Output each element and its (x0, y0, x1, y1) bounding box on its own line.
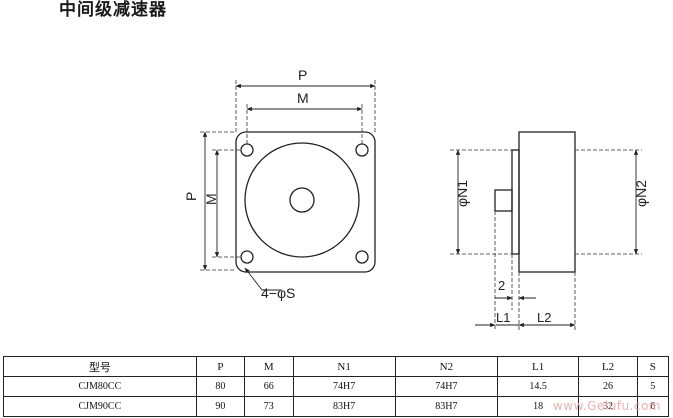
label-P-top: P (298, 67, 307, 83)
label-N1: φN1 (454, 180, 470, 207)
page-title: 中间级减速器 (59, 0, 167, 20)
side-view (494, 131, 576, 273)
shaft-hole (289, 187, 315, 213)
label-N2: φN2 (633, 180, 649, 207)
table-row: CJM80CC 80 66 74H7 74H7 14.5 26 5 (3, 376, 670, 397)
side-body (518, 131, 576, 273)
table-cell: 6 (636, 396, 670, 417)
table-cell: 14.5 (496, 376, 580, 397)
label-dim-2: 2 (498, 278, 505, 293)
header-cell: L2 (578, 356, 638, 377)
table-cell: 83H7 (292, 396, 396, 417)
label-L1: L1 (496, 310, 510, 325)
side-flange-step (511, 149, 520, 255)
table-cell: 90 (195, 396, 246, 417)
table-header-row: 型号 P M N1 N2 L1 L2 S (3, 356, 670, 377)
table-cell: 73 (244, 396, 294, 417)
mounting-hole-bottom-left (240, 250, 254, 264)
header-cell: L1 (496, 356, 580, 377)
header-cell: N2 (394, 356, 498, 377)
side-dimension-arrows (455, 149, 639, 328)
mounting-hole-top-left (240, 143, 254, 157)
technical-drawing: P M P M 4−φS φN1 φN2 2 L1 L2 (183, 67, 649, 330)
table-cell: 32 (578, 396, 638, 417)
table-cell: 26 (578, 376, 638, 397)
label-M-top: M (297, 90, 309, 106)
header-cell: M (244, 356, 294, 377)
label-P-left: P (183, 192, 199, 201)
table-cell: 74H7 (394, 376, 498, 397)
table-cell: CJM80CC (3, 376, 197, 397)
header-cell: 型号 (3, 356, 197, 377)
table-cell: 80 (195, 376, 246, 397)
watermark: www.Gelufu.com (552, 399, 661, 413)
spec-table: 型号 P M N1 N2 L1 L2 S CJM80CC 80 66 74H7 … (3, 356, 670, 417)
side-shaft (494, 189, 513, 212)
table-cell: CJM90CC (3, 396, 197, 417)
label-M-left: M (203, 193, 219, 205)
header-cell: P (195, 356, 246, 377)
table-cell: 18 (496, 396, 580, 417)
table-cell: 66 (244, 376, 294, 397)
side-extension-lines (450, 149, 642, 330)
table-cell: 74H7 (292, 376, 396, 397)
flange-bore-circle (244, 142, 360, 258)
front-extension-lines (200, 80, 376, 271)
mounting-hole-top-right (355, 143, 369, 157)
header-cell: S (636, 356, 670, 377)
table-row: CJM90CC 90 73 83H7 83H7 18 32 6 (3, 396, 670, 417)
label-L2: L2 (537, 310, 551, 325)
front-dimension-arrows (202, 83, 376, 291)
table-cell: 5 (636, 376, 670, 397)
mounting-hole-bottom-right (355, 250, 369, 264)
table-cell: 83H7 (394, 396, 498, 417)
label-holes: 4−φS (261, 285, 295, 301)
header-cell: N1 (292, 356, 396, 377)
flange-outline (235, 131, 376, 273)
front-view (235, 131, 376, 273)
